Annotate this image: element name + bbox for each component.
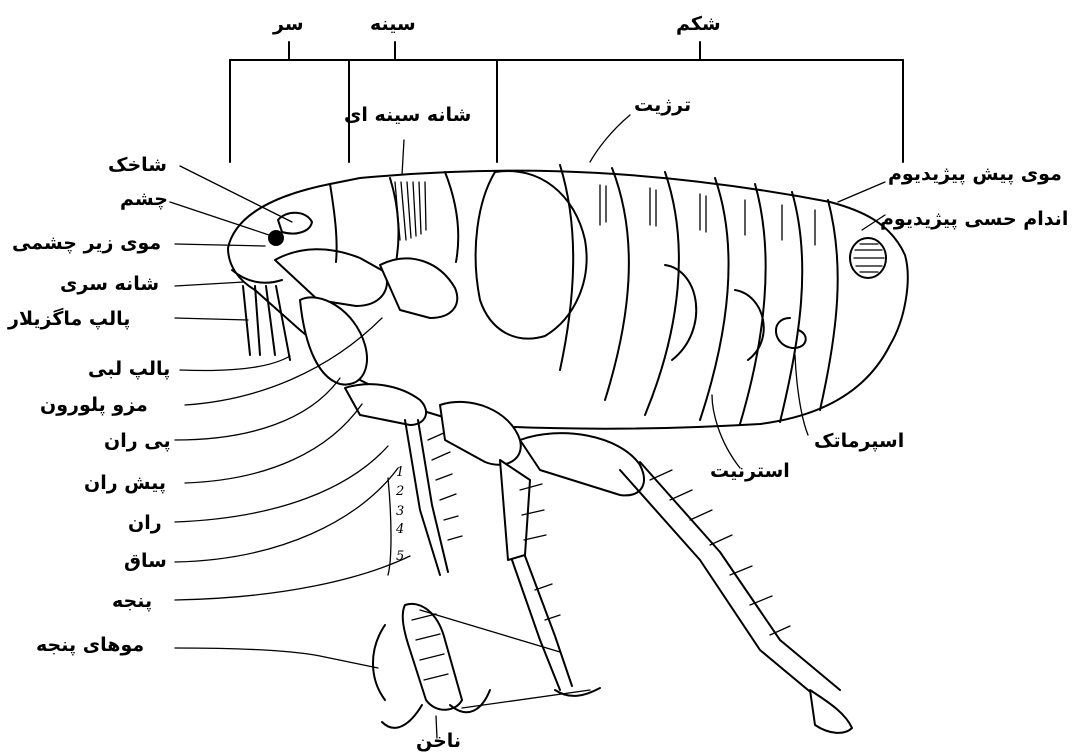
region-bracket: [230, 42, 903, 162]
label-claw: ناخن: [416, 732, 461, 751]
label-sternite: استرنیت: [710, 462, 790, 481]
label-ocular-bristle: موی زیر چشمی: [12, 234, 161, 253]
tarsal-segment-2: 2: [395, 484, 404, 499]
flea-body: [228, 165, 908, 429]
label-mesopleuron: مزو پلورون: [40, 396, 148, 415]
label-pygidium: اندام حسی پیژیدیوم: [880, 210, 1068, 229]
tarsus-inset: [373, 604, 490, 728]
tarsal-segment-bracket: [388, 478, 391, 575]
label-femur: ران: [128, 514, 162, 533]
label-tarsus: پنجه: [112, 592, 152, 611]
label-antenna: شاخک: [108, 156, 167, 175]
hind-leg: [520, 433, 852, 733]
label-antepygidial-bristle: موی پیش پیژیدیوم: [888, 165, 1062, 184]
label-genal-comb: شانه سری: [60, 275, 159, 294]
label-thorax: سینه: [370, 15, 416, 34]
label-maxillary-palp: پالپ ماگزیلار: [8, 310, 130, 329]
label-head: سر: [273, 15, 304, 34]
label-tergite: ترژیت: [634, 96, 691, 115]
label-trochanter: پی ران: [104, 432, 171, 451]
tarsal-segment-numbers: 1 2 3 4 5: [395, 465, 404, 564]
tarsal-segment-4: 4: [395, 522, 404, 537]
tarsal-segment-1: 1: [396, 465, 404, 480]
label-spermatheca: اسپرماتک: [814, 432, 904, 451]
label-labial-palp: پالپ لبی: [88, 360, 170, 379]
label-coxa: پیش ران: [84, 474, 166, 493]
tarsal-segment-3: 3: [396, 504, 404, 519]
label-tarsal-bristles: موهای پنجه: [36, 636, 144, 655]
label-abdomen: شکم: [676, 15, 721, 34]
label-eye: چشم: [120, 190, 168, 209]
label-tibia: ساق: [124, 552, 167, 571]
label-pronotal-comb: شانه سینه ای: [344, 106, 471, 125]
